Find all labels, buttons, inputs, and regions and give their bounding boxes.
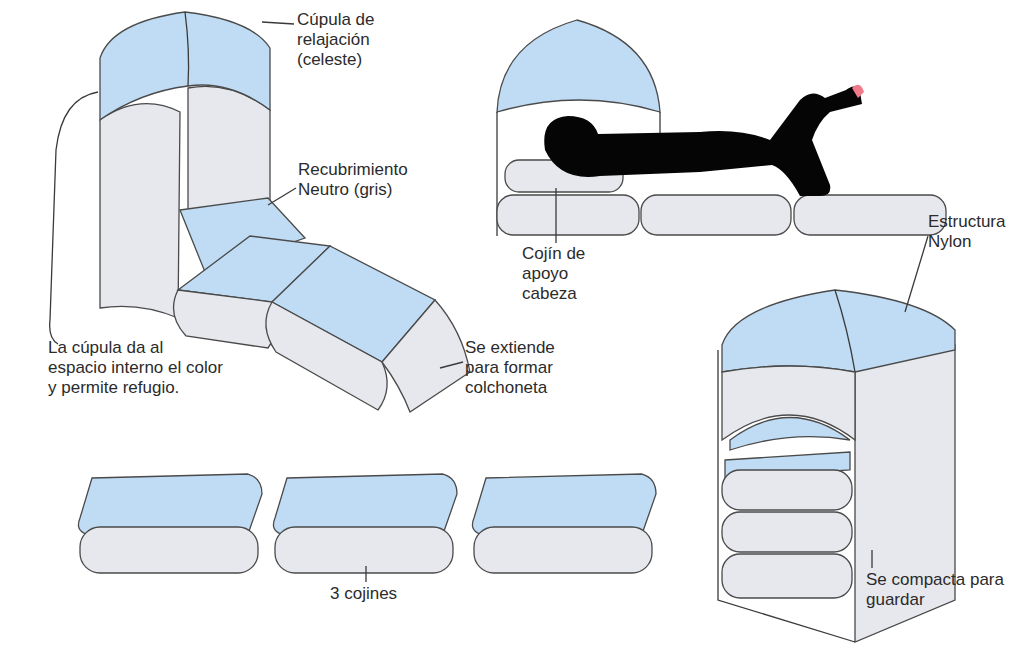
cushion-top	[273, 474, 457, 534]
leader-line	[268, 188, 296, 205]
stacked-cushion	[722, 512, 852, 552]
mattress-cushion	[497, 195, 639, 235]
mattress-cushion	[641, 195, 791, 235]
inner-dome	[730, 418, 850, 451]
frame-line	[718, 350, 855, 642]
three-cushions	[78, 474, 656, 582]
cushion-front	[266, 302, 387, 410]
leader-line	[555, 188, 556, 243]
cushion-top	[78, 474, 262, 534]
stacked-cushion	[722, 470, 852, 510]
callout-label: Recubrimiento Neutro (gris)	[298, 160, 433, 200]
leader-line	[871, 550, 872, 568]
mattress-cushion	[794, 195, 946, 235]
side-view	[497, 20, 946, 243]
leader-line	[905, 236, 928, 312]
toe-accent	[852, 85, 864, 98]
callout-label: Estructura Nylon	[928, 212, 1018, 252]
cushion-top	[472, 474, 656, 534]
cushion-front	[474, 527, 652, 573]
callout-label: Cojín de apoyo cabeza	[522, 244, 617, 304]
callout-label: Se compacta para guardar	[866, 570, 1016, 610]
callout-label: La cúpula da al espacio interno el color…	[48, 338, 223, 398]
leader-line	[440, 362, 463, 368]
cushion-front	[80, 527, 258, 573]
callout-label: 3 cojines	[330, 584, 450, 604]
relaxation-dome	[497, 20, 660, 112]
dome-ridge	[835, 290, 855, 372]
back-wall	[188, 86, 270, 212]
cushion-front	[275, 527, 453, 573]
callout-label: Cúpula de relajación (celeste)	[297, 10, 422, 70]
cushion-front	[174, 290, 278, 348]
leader-line	[365, 566, 366, 582]
dome-ridge	[185, 12, 189, 86]
relaxation-dome	[722, 290, 955, 372]
relaxation-dome	[100, 12, 270, 120]
leader-line	[262, 22, 294, 24]
side-wall	[100, 104, 180, 318]
callout-label: Se extiende para formar colchoneta	[465, 338, 590, 398]
cushion-end	[382, 300, 470, 412]
stacked-cushion	[722, 554, 852, 598]
bracket-line	[50, 92, 98, 344]
person-silhouette	[544, 86, 862, 196]
